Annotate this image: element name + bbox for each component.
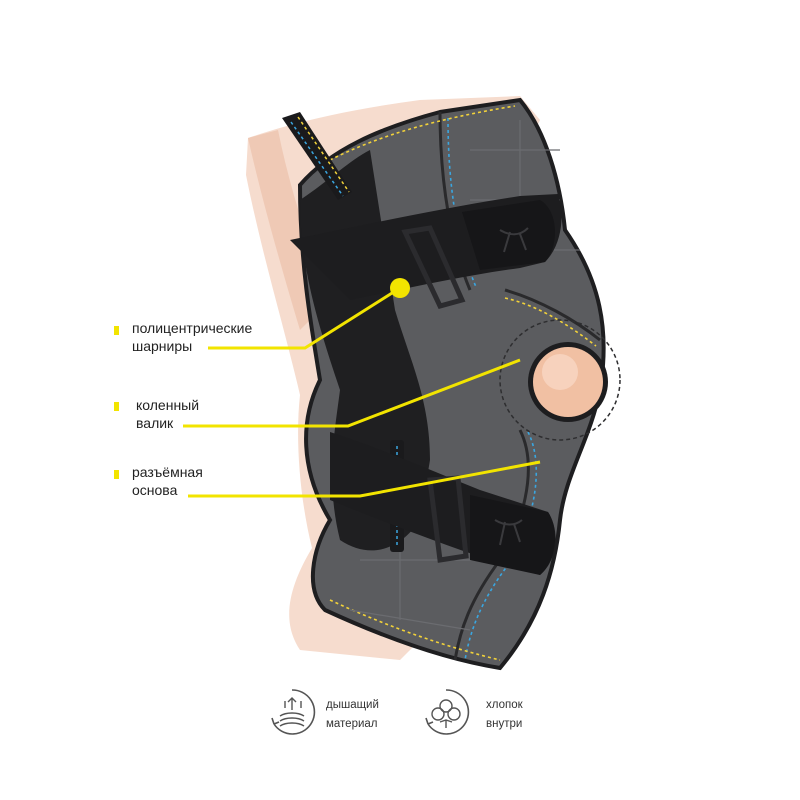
breathable-material-icon bbox=[271, 689, 316, 735]
cotton-label: хлопок внутри bbox=[486, 696, 523, 734]
hinges-label-line2: шарниры bbox=[132, 338, 193, 354]
pad-label-line2: валик bbox=[136, 415, 174, 431]
hinge-pointer-line bbox=[208, 286, 401, 350]
base-pointer-line bbox=[188, 460, 541, 498]
patella-highlight bbox=[542, 354, 578, 390]
pad-label-line1: коленный bbox=[136, 397, 200, 413]
pad-pointer-line bbox=[183, 358, 521, 428]
upper-logo bbox=[499, 227, 529, 253]
breathable-line2: материал bbox=[326, 718, 378, 730]
pad-bullet bbox=[114, 402, 119, 411]
lower-logo bbox=[494, 519, 523, 546]
pad-label: коленный валик bbox=[136, 396, 199, 432]
cotton-line1: хлопок bbox=[486, 699, 523, 711]
base-label: разъёмная основа bbox=[132, 463, 203, 499]
breathable-material-label: дышащий материал bbox=[326, 696, 379, 734]
hinges-label: полицентрические шарниры bbox=[132, 319, 252, 355]
cotton-line2: внутри bbox=[486, 718, 523, 730]
stitch-top bbox=[329, 105, 516, 161]
patella-ring-dashed bbox=[499, 319, 621, 441]
base-label-line1: разъёмная bbox=[132, 464, 203, 480]
base-label-line2: основа bbox=[132, 482, 178, 498]
breathable-line1: дышащий bbox=[326, 699, 379, 711]
upper-buckle bbox=[401, 225, 466, 309]
base-bullet bbox=[114, 470, 119, 479]
lower-strap-tab bbox=[470, 495, 555, 575]
hinges-label-line1: полицентрические bbox=[132, 320, 253, 336]
seam-mid bbox=[504, 288, 601, 342]
hinges-bullet bbox=[114, 326, 119, 335]
cotton-icon bbox=[425, 689, 470, 735]
